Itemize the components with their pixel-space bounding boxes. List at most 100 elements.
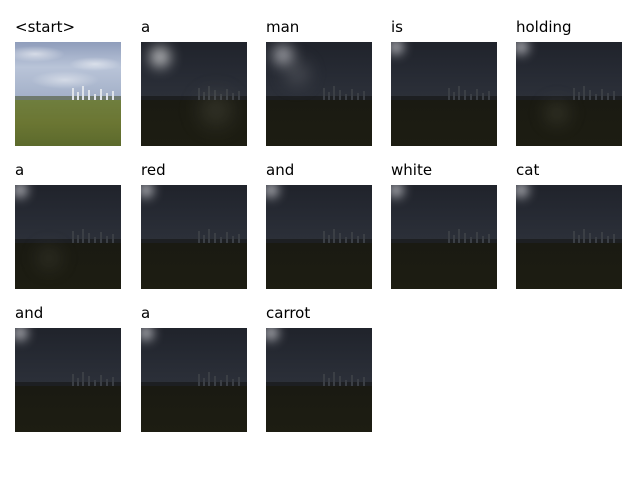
sky-region [266,185,372,242]
horizon-region [15,382,121,388]
structure-mast [198,88,200,100]
structure-mast [82,229,84,243]
structure-mast [94,237,96,243]
industrial-structure [196,372,244,386]
horizon-region [391,239,497,245]
structure-mast [94,94,96,100]
attention-map-image [391,42,497,146]
structure-mast [357,93,359,100]
structure-mast [72,88,74,100]
structure-mast [214,376,216,386]
structure-mast [351,89,353,100]
horizon-region [15,96,121,102]
attention-panel: <start> [15,6,121,146]
structure-mast [232,93,234,100]
structure-mast [72,231,74,243]
caption-word: a [141,18,151,36]
attention-map-image [516,185,622,289]
structure-mast [613,234,615,243]
structure-mast [77,378,79,386]
sky-region [516,42,622,99]
industrial-structure [321,372,369,386]
structure-mast [328,378,330,386]
attention-map-image [141,42,247,146]
horizon-region [516,239,622,245]
structure-mast [333,86,335,100]
structure-mast [363,377,365,386]
sky-region [15,42,121,99]
structure-mast [339,90,341,100]
caption-word: red [141,161,166,179]
industrial-structure [196,86,244,100]
attention-map-image [391,185,497,289]
structure-mast [357,379,359,386]
caption-word: man [266,18,300,36]
structure-mast [464,90,466,100]
structure-mast [607,236,609,243]
industrial-structure [70,86,118,100]
structure-mast [476,89,478,100]
caption-word: <start> [15,18,76,36]
structure-mast [573,231,575,243]
sky-region [391,185,497,242]
structure-mast [77,92,79,100]
sky-region [141,328,247,385]
attention-panel: and [15,292,121,432]
structure-mast [589,90,591,100]
structure-mast [77,235,79,243]
structure-mast [323,88,325,100]
structure-mast [363,234,365,243]
caption-word: cat [516,161,540,179]
industrial-structure [571,86,619,100]
attention-panel: white [391,149,497,289]
horizon-region [516,96,622,102]
ground-region [15,243,121,289]
structure-mast [323,231,325,243]
structure-mast [238,234,240,243]
structure-mast [351,375,353,386]
structure-mast [226,375,228,386]
structure-mast [464,233,466,243]
structure-mast [607,93,609,100]
structure-mast [345,237,347,243]
structure-mast [112,91,114,100]
attention-panel: and [266,149,372,289]
sky-region [266,328,372,385]
structure-mast [82,372,84,386]
caption-word: a [15,161,25,179]
structure-mast [482,93,484,100]
ground-region [516,243,622,289]
structure-mast [238,91,240,100]
industrial-structure [321,86,369,100]
structure-mast [583,86,585,100]
attention-map-image [15,185,121,289]
ground-region [391,100,497,146]
structure-mast [601,89,603,100]
structure-mast [328,235,330,243]
structure-mast [345,380,347,386]
sky-region [141,185,247,242]
caption-word: white [391,161,433,179]
structure-mast [453,235,455,243]
structure-mast [613,91,615,100]
structure-mast [112,377,114,386]
ground-region [266,386,372,432]
attention-map-image [266,42,372,146]
structure-mast [72,374,74,386]
structure-mast [333,372,335,386]
structure-mast [448,231,450,243]
caption-word: holding [516,18,572,36]
structure-mast [333,229,335,243]
structure-mast [203,378,205,386]
attention-map-image [266,328,372,432]
structure-mast [198,231,200,243]
structure-mast [220,380,222,386]
structure-mast [88,233,90,243]
structure-mast [232,379,234,386]
horizon-region [266,382,372,388]
attention-map-image [15,328,121,432]
industrial-structure [446,229,494,243]
structure-mast [88,90,90,100]
structure-mast [578,92,580,100]
structure-mast [488,234,490,243]
